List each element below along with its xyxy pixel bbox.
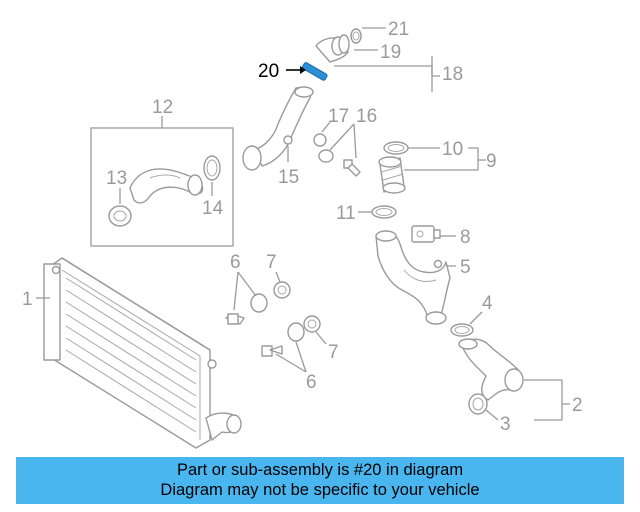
part-7-grommet-upper[interactable] xyxy=(273,281,291,299)
part-1-intercooler[interactable] xyxy=(43,257,242,449)
parts-diagram: 12 13 14 1 xyxy=(22,19,583,449)
callout-7-lower[interactable]: 7 xyxy=(328,342,339,363)
part-6-bolt-upper[interactable] xyxy=(225,293,268,325)
part-2-hose[interactable] xyxy=(458,338,524,401)
callout-6-upper[interactable]: 6 xyxy=(230,252,241,273)
callout-16[interactable]: 16 xyxy=(356,106,377,127)
part-14-oring[interactable] xyxy=(203,155,221,181)
part-10-clamp[interactable] xyxy=(383,141,409,155)
part-5-charge-pipe[interactable] xyxy=(375,230,451,325)
part-17-washer[interactable] xyxy=(313,133,327,147)
callout-3[interactable]: 3 xyxy=(500,414,511,435)
part-7-grommet-lower[interactable] xyxy=(303,315,321,333)
info-banner: Part or sub-assembly is #20 in diagram D… xyxy=(16,457,624,504)
callout-14[interactable]: 14 xyxy=(202,198,224,219)
part-3-clamp[interactable] xyxy=(468,393,488,415)
part-13-hose[interactable] xyxy=(108,168,204,227)
callout-11[interactable]: 11 xyxy=(336,203,356,224)
part-19-clamp[interactable] xyxy=(338,34,350,54)
part-20-highlighted[interactable] xyxy=(301,62,328,81)
callout-2[interactable]: 2 xyxy=(572,395,583,416)
callout-13[interactable]: 13 xyxy=(106,168,127,189)
callout-4[interactable]: 4 xyxy=(482,293,493,314)
callout-1[interactable]: 1 xyxy=(22,289,33,310)
part-6-bolt-lower[interactable] xyxy=(261,322,305,357)
callout-9[interactable]: 9 xyxy=(486,151,497,172)
callout-5[interactable]: 5 xyxy=(460,257,471,278)
callout-6-lower[interactable]: 6 xyxy=(306,372,317,393)
callout-15[interactable]: 15 xyxy=(278,167,299,188)
callout-7-upper[interactable]: 7 xyxy=(266,252,277,273)
callout-12[interactable]: 12 xyxy=(152,97,173,118)
part-8-sensor[interactable] xyxy=(411,225,441,243)
part-4-oring[interactable] xyxy=(450,323,474,337)
banner-line-1: Part or sub-assembly is #20 in diagram xyxy=(176,461,464,479)
callout-8[interactable]: 8 xyxy=(460,227,471,248)
callout-10[interactable]: 10 xyxy=(442,139,463,160)
callout-21[interactable]: 21 xyxy=(388,19,409,40)
part-16-bolt-mount[interactable] xyxy=(318,149,361,177)
callout-18[interactable]: 18 xyxy=(442,64,463,85)
banner-line-2: Diagram may not be specific to your vehi… xyxy=(160,481,480,499)
part-21-oring[interactable] xyxy=(350,28,362,44)
callout-17[interactable]: 17 xyxy=(328,106,349,127)
part-15-charge-pipe[interactable] xyxy=(242,86,314,171)
callout-19[interactable]: 19 xyxy=(380,42,401,63)
part-9-hose[interactable] xyxy=(378,156,406,194)
part-11-clamp[interactable] xyxy=(371,205,397,219)
callout-20[interactable]: 20 xyxy=(258,61,279,82)
